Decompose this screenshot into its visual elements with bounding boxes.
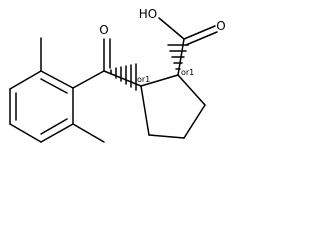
benzene-bond-1 (40, 70, 74, 89)
hashed-stereobond-left (110, 63, 137, 91)
benzene-bond-5 (40, 123, 74, 143)
benzene-ring (9, 70, 74, 143)
benzene-bond-4 (9, 123, 42, 143)
acid-hydroxyl-label: HO (139, 7, 157, 21)
acid-carbonyl-double-bond-outer (183, 25, 216, 40)
lower-methyl-bond (72, 123, 105, 143)
cyclopentane-bond-5 (140, 85, 150, 136)
ketone-to-ring-bond (103, 70, 142, 87)
cyclopentane-bond-3 (183, 104, 206, 139)
aryl-ketone-bond (72, 70, 105, 89)
acid-carbonyl-oxygen-label: O (216, 19, 225, 33)
cyclopentane-ring (140, 74, 206, 139)
hashed-stereobond-right (167, 44, 189, 70)
cyclopentane-bond-2 (177, 74, 206, 106)
benzene-bond-2 (9, 70, 42, 90)
acid-carbonyl-double-bond-inner (185, 31, 218, 46)
benzene-inner-double-bond-1 (40, 78, 68, 94)
acid-hydroxyl-bond (158, 17, 185, 40)
cyclopentane-bond-1 (140, 74, 179, 87)
chemical-structure: O HO O or1 or1 (9, 7, 226, 143)
ketone-oxygen-label: O (99, 23, 108, 37)
ring-carbon-1-stereo-label: or1 (137, 75, 150, 84)
ring-carbon-2-stereo-label: or1 (181, 68, 194, 77)
benzene-inner-double-bond-3 (40, 118, 68, 135)
cyclopentane-bond-4 (148, 134, 185, 139)
